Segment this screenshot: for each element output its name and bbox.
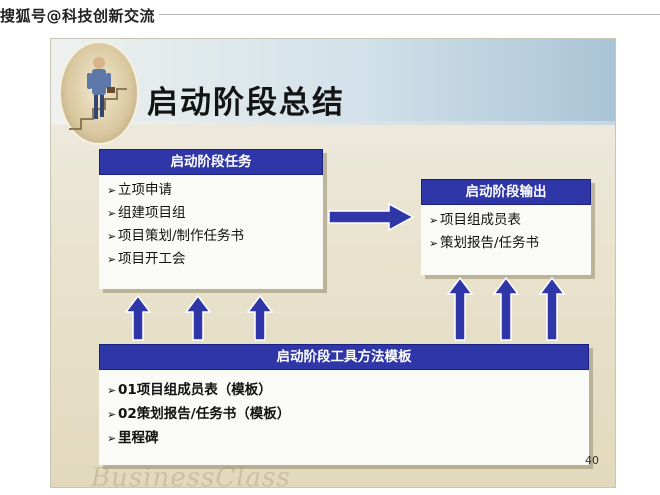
- up-arrow-icon: [493, 277, 519, 341]
- task-item-label: 立项申请: [118, 182, 172, 198]
- tasks-box: 启动阶段任务 ➢立项申请 ➢组建项目组 ➢项目策划/制作任务书 ➢项目开工会: [99, 149, 323, 289]
- up-arrow-icon: [247, 295, 273, 341]
- businessman-on-stairs-icon: [59, 41, 139, 145]
- up-arrow-icon: [447, 277, 473, 341]
- list-item: ➢里程碑: [107, 426, 583, 450]
- slide: 启动阶段总结 启动阶段任务 ➢立项申请 ➢组建项目组 ➢项目策划/制作任务书 ➢…: [50, 38, 616, 488]
- output-list: ➢项目组成员表 ➢策划报告/任务书: [421, 205, 591, 255]
- list-item: ➢01项目组成员表（模板）: [107, 378, 583, 402]
- tool-item-label: 里程碑: [118, 430, 159, 446]
- arrow-bullet-icon: ➢: [429, 237, 439, 250]
- task-item-label: 项目开工会: [118, 251, 186, 267]
- up-arrow-icon: [185, 295, 211, 341]
- output-box-header: 启动阶段输出: [421, 179, 591, 205]
- up-arrow-icon: [125, 295, 151, 341]
- slide-header-band: [51, 39, 615, 121]
- slide-title: 启动阶段总结: [147, 85, 345, 121]
- page-number: 40: [585, 454, 599, 467]
- arrow-bullet-icon: ➢: [107, 253, 117, 266]
- tasks-list: ➢立项申请 ➢组建项目组 ➢项目策划/制作任务书 ➢项目开工会: [99, 175, 323, 271]
- list-item: ➢策划报告/任务书: [429, 232, 585, 255]
- list-item: ➢组建项目组: [107, 202, 317, 225]
- tool-item-label: 02策划报告/任务书（模板）: [118, 406, 291, 422]
- list-item: ➢项目开工会: [107, 248, 317, 271]
- footer-script-watermark: BusinessClass: [91, 463, 291, 488]
- tools-box-header: 启动阶段工具方法模板: [99, 344, 589, 370]
- list-item: ➢项目组成员表: [429, 209, 585, 232]
- output-item-label: 项目组成员表: [440, 212, 521, 228]
- task-item-label: 组建项目组: [118, 205, 186, 221]
- watermark-divider: [0, 14, 660, 15]
- list-item: ➢立项申请: [107, 179, 317, 202]
- arrow-bullet-icon: ➢: [429, 214, 439, 227]
- arrow-bullet-icon: ➢: [107, 207, 117, 220]
- up-arrow-icon: [539, 277, 565, 341]
- tool-item-label: 01项目组成员表（模板）: [118, 382, 272, 398]
- tools-box: 启动阶段工具方法模板 ➢01项目组成员表（模板） ➢02策划报告/任务书（模板）…: [99, 344, 589, 465]
- tools-list: ➢01项目组成员表（模板） ➢02策划报告/任务书（模板） ➢里程碑: [99, 370, 589, 450]
- task-item-label: 项目策划/制作任务书: [118, 228, 245, 244]
- arrow-bullet-icon: ➢: [107, 230, 117, 243]
- list-item: ➢02策划报告/任务书（模板）: [107, 402, 583, 426]
- output-item-label: 策划报告/任务书: [440, 235, 540, 251]
- watermark-bar: 搜狐号@科技创新交流: [0, 0, 660, 30]
- tasks-box-header: 启动阶段任务: [99, 149, 323, 175]
- slide-header-divider: [51, 121, 615, 125]
- output-box: 启动阶段输出 ➢项目组成员表 ➢策划报告/任务书: [421, 179, 591, 275]
- watermark-text: 搜狐号@科技创新交流: [0, 4, 160, 26]
- arrow-bullet-icon: ➢: [107, 408, 117, 421]
- arrow-bullet-icon: ➢: [107, 184, 117, 197]
- arrow-bullet-icon: ➢: [107, 384, 117, 397]
- list-item: ➢项目策划/制作任务书: [107, 225, 317, 248]
- right-arrow-icon: [328, 203, 415, 231]
- arrow-bullet-icon: ➢: [107, 432, 117, 445]
